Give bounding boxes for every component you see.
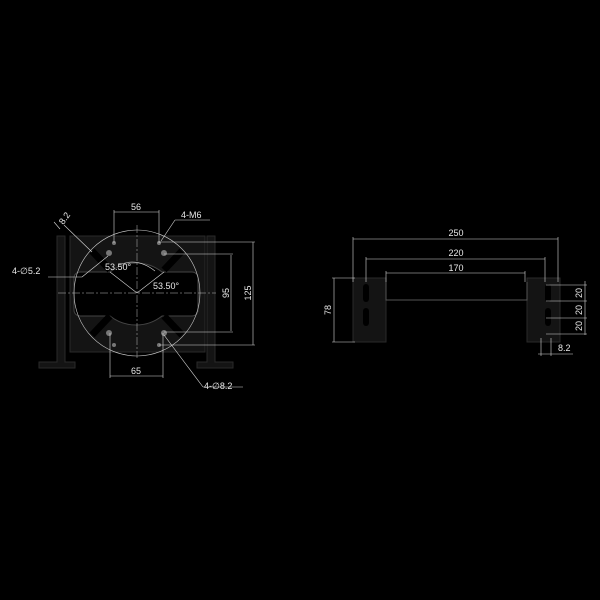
callout-4-d8-2: 4-∅8.2: [204, 381, 232, 391]
dim-20-a: 20: [574, 288, 584, 298]
angle-right: 53.50°: [153, 281, 180, 291]
right-flange: [526, 277, 561, 343]
holes: [106, 241, 167, 347]
left-flange: [352, 277, 387, 343]
right-bracket: [196, 235, 234, 369]
dim-250: 250: [448, 228, 463, 238]
center-opening: [73, 262, 199, 326]
dim-220: 220: [448, 248, 463, 258]
dim-56: 56: [131, 202, 141, 212]
side-dimension-lines: [332, 237, 587, 356]
side-slots: [363, 284, 551, 326]
dim-78: 78: [323, 305, 333, 315]
dim-65: 65: [131, 366, 141, 376]
dim-20-b: 20: [574, 305, 584, 315]
dim-8-2-side: 8.2: [558, 343, 571, 353]
left-bracket: [38, 235, 76, 369]
dim-95: 95: [221, 288, 231, 298]
callout-4-m6: 4-M6: [181, 210, 202, 220]
channel-bar: [385, 282, 528, 301]
dim-170: 170: [448, 263, 463, 273]
dim-20-c: 20: [574, 321, 584, 331]
front-view: 56 65 95 125 8.2 53.50° 53.50° 4-M6 4-∅5…: [12, 202, 255, 391]
callout-4-d5-2: 4-∅5.2: [12, 266, 40, 276]
side-view: 250 220 170 78 20 20 20 8.2: [323, 228, 587, 356]
dim-8-2-slot: 8.2: [57, 210, 72, 226]
front-dimension-lines: [48, 210, 255, 388]
dim-125: 125: [243, 285, 253, 300]
angle-left: 53.50°: [105, 262, 132, 272]
